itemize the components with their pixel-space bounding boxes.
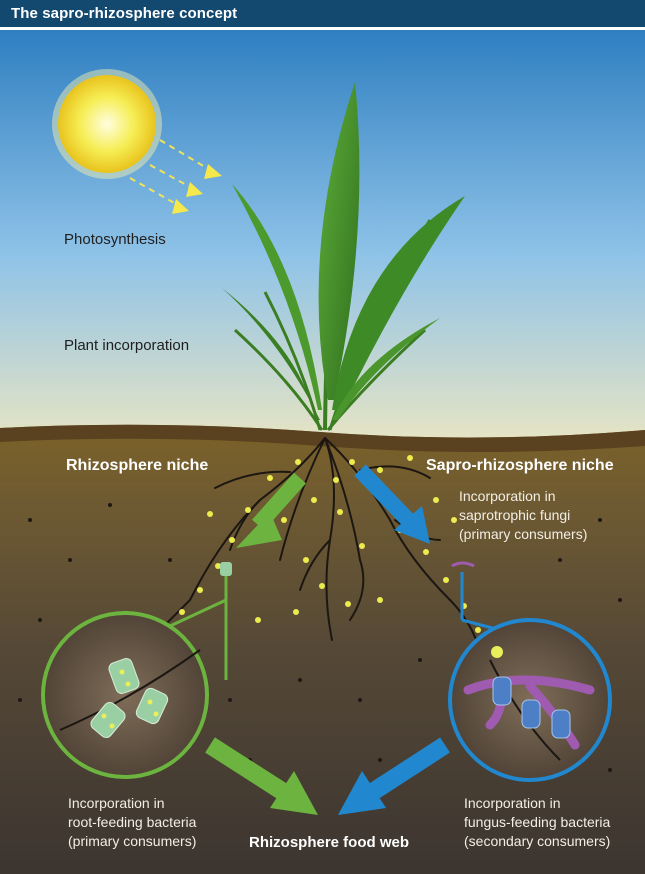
- label-saprotrophic-fungi: Incorporation in saprotrophic fungi (pri…: [459, 487, 587, 544]
- root-feeding-bacteria-line-3: (primary consumers): [68, 832, 196, 851]
- root-feeding-bacteria-line-2: root-feeding bacteria: [68, 813, 196, 832]
- saprotrophic-fungi-line-1: Incorporation in: [459, 487, 587, 506]
- label-rhizosphere-food-web: Rhizosphere food web: [249, 834, 409, 851]
- fungus-bacteria-lens: [450, 620, 610, 780]
- fungus-feeding-bacteria-line-1: Incorporation in: [464, 794, 610, 813]
- root-bacteria-lens: [43, 613, 207, 777]
- saprotrophic-fungi-line-3: (primary consumers): [459, 525, 587, 544]
- sun-icon: [52, 69, 162, 179]
- root-feeding-bacteria-line-1: Incorporation in: [68, 794, 196, 813]
- root-tip-green: [220, 562, 232, 576]
- label-plant-incorporation: Plant incorporation: [64, 337, 189, 354]
- label-rhizosphere-niche: Rhizosphere niche: [66, 457, 208, 475]
- label-photosynthesis: Photosynthesis: [64, 231, 166, 248]
- title-bar: The sapro-rhizosphere concept: [0, 0, 645, 30]
- label-root-feeding-bacteria: Incorporation in root-feeding bacteria (…: [68, 794, 196, 851]
- figure-title: The sapro-rhizosphere concept: [11, 5, 237, 22]
- saprotrophic-fungi-line-2: saprotrophic fungi: [459, 506, 587, 525]
- label-sapro-rhizosphere-niche: Sapro-rhizosphere niche: [426, 457, 614, 475]
- label-fungus-feeding-bacteria: Incorporation in fungus-feeding bacteria…: [464, 794, 610, 851]
- fungus-feeding-bacteria-line-2: fungus-feeding bacteria: [464, 813, 610, 832]
- fungus-feeding-bacteria-line-3: (secondary consumers): [464, 832, 610, 851]
